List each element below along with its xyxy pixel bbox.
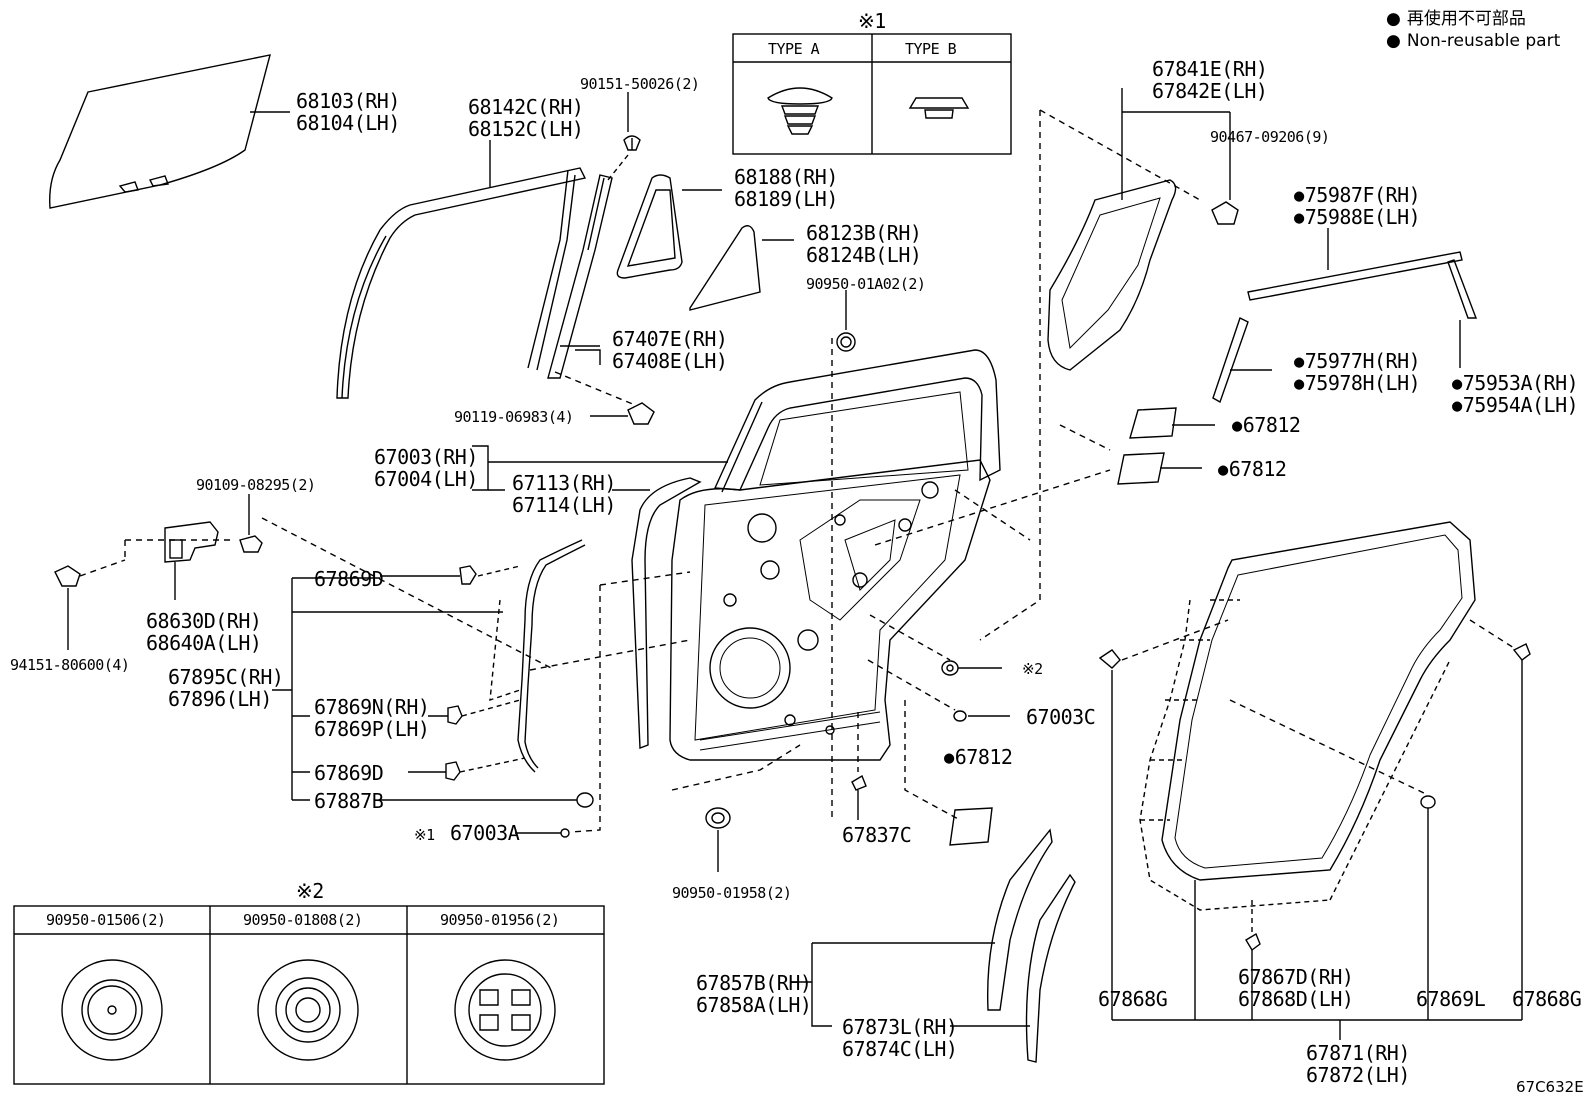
- part-label: 90950-01958(2): [672, 884, 792, 902]
- note2-box: [13, 905, 605, 1085]
- part-label-nonreusable: 67812: [944, 746, 1013, 770]
- note2-mark: ※2: [296, 879, 324, 903]
- part-label: 67003A: [450, 821, 520, 845]
- part-label-nonreusable: 67812: [1218, 458, 1287, 482]
- part-label: 67858A(LH): [696, 993, 812, 1017]
- part-label: 68189(LH): [734, 187, 838, 211]
- part-label: 68142C(RH): [468, 95, 584, 119]
- bolt-part: [554, 371, 655, 425]
- frame-molding-part: [790, 828, 1076, 1063]
- note1-mark: ※1: [858, 9, 886, 33]
- part-label: 67887B: [314, 789, 384, 813]
- pad-part: [874, 407, 1215, 546]
- part-label: 67867D(RH): [1238, 965, 1354, 989]
- part-label-nonreusable: 75977H(RH): [1294, 350, 1421, 374]
- bullet-icon: ●: [1386, 9, 1401, 29]
- part-label: 67871(RH): [1306, 1041, 1410, 1065]
- part-label-nonreusable: 75987F(RH): [1294, 184, 1421, 208]
- legend-text-en: Non-reusable part: [1406, 31, 1561, 51]
- belt-molding-part: [1212, 228, 1478, 404]
- part-label: 90109-08295(2): [196, 476, 316, 494]
- part-label: 68104(LH): [296, 111, 400, 135]
- wire-harness-part: [272, 539, 691, 838]
- quarter-weatherstrip-part: [616, 174, 722, 279]
- part-label: 67896(LH): [168, 687, 272, 711]
- grommet-part: [831, 290, 856, 820]
- run-channel-part: [336, 140, 587, 399]
- part-label-nonreusable: 67812: [1232, 414, 1301, 438]
- part-label: 67869L: [1416, 987, 1486, 1011]
- legend-row-en: ●Non-reusable part: [1386, 30, 1560, 52]
- part-label: 67842E(LH): [1152, 79, 1268, 103]
- legend-row-jp: ●再使用不可部品: [1386, 8, 1560, 30]
- part-label: 67841E(RH): [1152, 57, 1268, 81]
- part-label: 67868G: [1098, 987, 1168, 1011]
- part-label: 67004(LH): [374, 467, 478, 491]
- part-label: 67857B(RH): [696, 971, 812, 995]
- legend: ●再使用不可部品 ●Non-reusable part: [1386, 8, 1560, 52]
- type-a-label: TYPE A: [768, 40, 820, 58]
- part-label: 90119-06983(4): [454, 408, 574, 426]
- quarter-glass-part: [689, 225, 794, 311]
- part-label: 68124B(LH): [806, 243, 922, 267]
- part-label: 67114(LH): [512, 493, 616, 517]
- part-label: 90151-50026(2): [580, 75, 700, 93]
- part-label-nonreusable: 75954A(LH): [1452, 394, 1579, 418]
- clip-part: [851, 712, 867, 820]
- part-label: 68640A(LH): [146, 631, 262, 655]
- part-label: 67113(RH): [512, 471, 616, 495]
- part-label: 67868G: [1512, 987, 1582, 1011]
- division-bar-part: [547, 92, 641, 379]
- grommet-set-part: [867, 614, 1010, 846]
- part-label: 94151-80600(4): [10, 656, 130, 674]
- type-b-label: TYPE B: [905, 40, 957, 58]
- part-label: 68630D(RH): [146, 609, 262, 633]
- door-weatherstrip-part: [1098, 521, 1531, 1040]
- part-label: 67003C: [1026, 705, 1096, 729]
- service-hole-cover-part: [954, 88, 1239, 641]
- part-label: 67872(LH): [1306, 1063, 1410, 1087]
- hole-plug-part: [671, 744, 801, 872]
- part-label: 67874C(LH): [842, 1037, 958, 1061]
- part-label: 67837C: [842, 823, 912, 847]
- part-label: 67869D: [314, 567, 384, 591]
- part-label: 90950-01A02(2): [806, 275, 926, 293]
- bullet-icon: ●: [1386, 31, 1401, 51]
- note1-ref-mark: ※1: [414, 826, 435, 844]
- note1-box: [732, 33, 1012, 155]
- part-label-nonreusable: 75978H(LH): [1294, 372, 1421, 396]
- legend-text-jp: 再使用不可部品: [1406, 9, 1526, 29]
- note2-col-2: 90950-01808(2): [243, 911, 363, 929]
- part-label: 67868D(LH): [1238, 987, 1354, 1011]
- part-label: 67873L(RH): [842, 1015, 958, 1039]
- diagram-ref-code: 67C632E: [1516, 1078, 1584, 1096]
- part-label-nonreusable: 75988E(LH): [1294, 206, 1421, 230]
- note2-col-1: 90950-01506(2): [46, 911, 166, 929]
- part-label: 67895C(RH): [168, 665, 284, 689]
- part-label: 67408E(LH): [612, 349, 728, 373]
- part-label: 68103(RH): [296, 89, 400, 113]
- part-label: 67869P(LH): [314, 717, 430, 741]
- part-label: 68152C(LH): [468, 117, 584, 141]
- note2-col-3: 90950-01956(2): [440, 911, 560, 929]
- part-label: 67869N(RH): [314, 695, 430, 719]
- part-label: 67003(RH): [374, 445, 478, 469]
- part-label: 68188(RH): [734, 165, 838, 189]
- door-panel-part: [472, 349, 1001, 761]
- part-label: 90467-09206(9): [1210, 128, 1330, 146]
- part-label: 67869D: [314, 761, 384, 785]
- note2-ref-mark: ※2: [1022, 660, 1043, 678]
- part-label: 68123B(RH): [806, 221, 922, 245]
- hinge-part: [54, 494, 556, 671]
- part-label-nonreusable: 75953A(RH): [1452, 372, 1579, 396]
- door-glass-part: [49, 54, 290, 209]
- part-label: 67407E(RH): [612, 327, 728, 351]
